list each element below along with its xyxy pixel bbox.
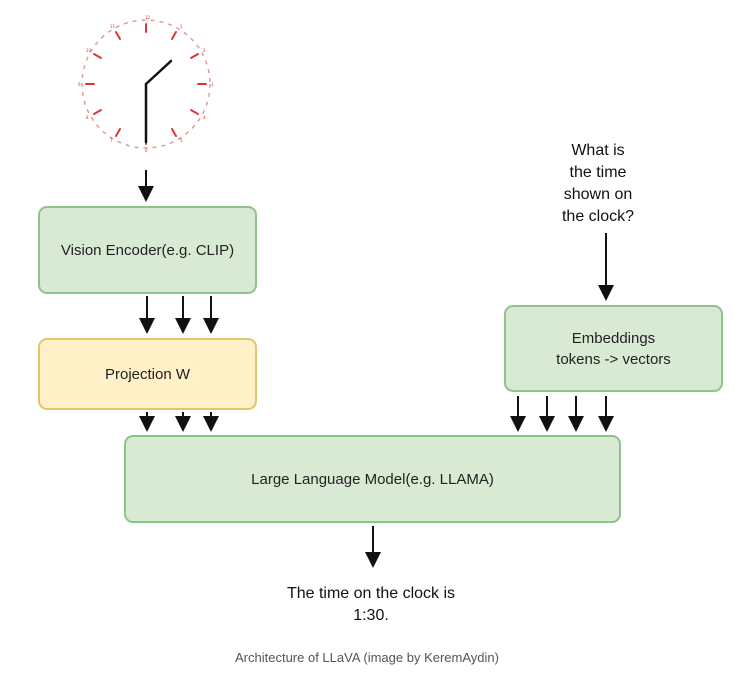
svg-text:5: 5 <box>180 138 183 143</box>
svg-text:8: 8 <box>86 115 89 120</box>
question-text: What is the time shown on the clock? <box>561 142 635 225</box>
svg-text:2: 2 <box>203 48 206 53</box>
svg-text:3: 3 <box>211 82 214 87</box>
output-text: The time on the clock is 1:30. <box>286 585 456 624</box>
caption: Architecture of LLaVA (image by KeremAyd… <box>235 650 499 665</box>
embeddings-box: Embeddings tokens -> vectors <box>504 305 723 392</box>
svg-text:4: 4 <box>203 115 206 120</box>
svg-text:1: 1 <box>180 24 183 29</box>
vision-encoder-box: Vision Encoder(e.g. CLIP) <box>38 206 257 294</box>
svg-text:6: 6 <box>145 148 148 153</box>
projection-box: Projection W <box>38 338 257 410</box>
svg-text:11: 11 <box>110 24 116 29</box>
projection-label: Projection W <box>104 365 191 383</box>
svg-text:9: 9 <box>78 82 81 87</box>
embeddings-label: Embeddings tokens -> vectors <box>556 329 671 368</box>
llm-label: Large Language Model(e.g. LLAMA) <box>251 470 494 488</box>
clock-icon: 12 1 2 3 4 5 6 7 8 9 10 11 <box>78 15 214 153</box>
svg-text:12: 12 <box>145 15 151 20</box>
svg-text:7: 7 <box>110 138 113 143</box>
vision-encoder-label: Vision Encoder(e.g. CLIP) <box>60 241 235 259</box>
svg-text:10: 10 <box>86 48 92 53</box>
llm-box: Large Language Model(e.g. LLAMA) <box>124 435 621 523</box>
